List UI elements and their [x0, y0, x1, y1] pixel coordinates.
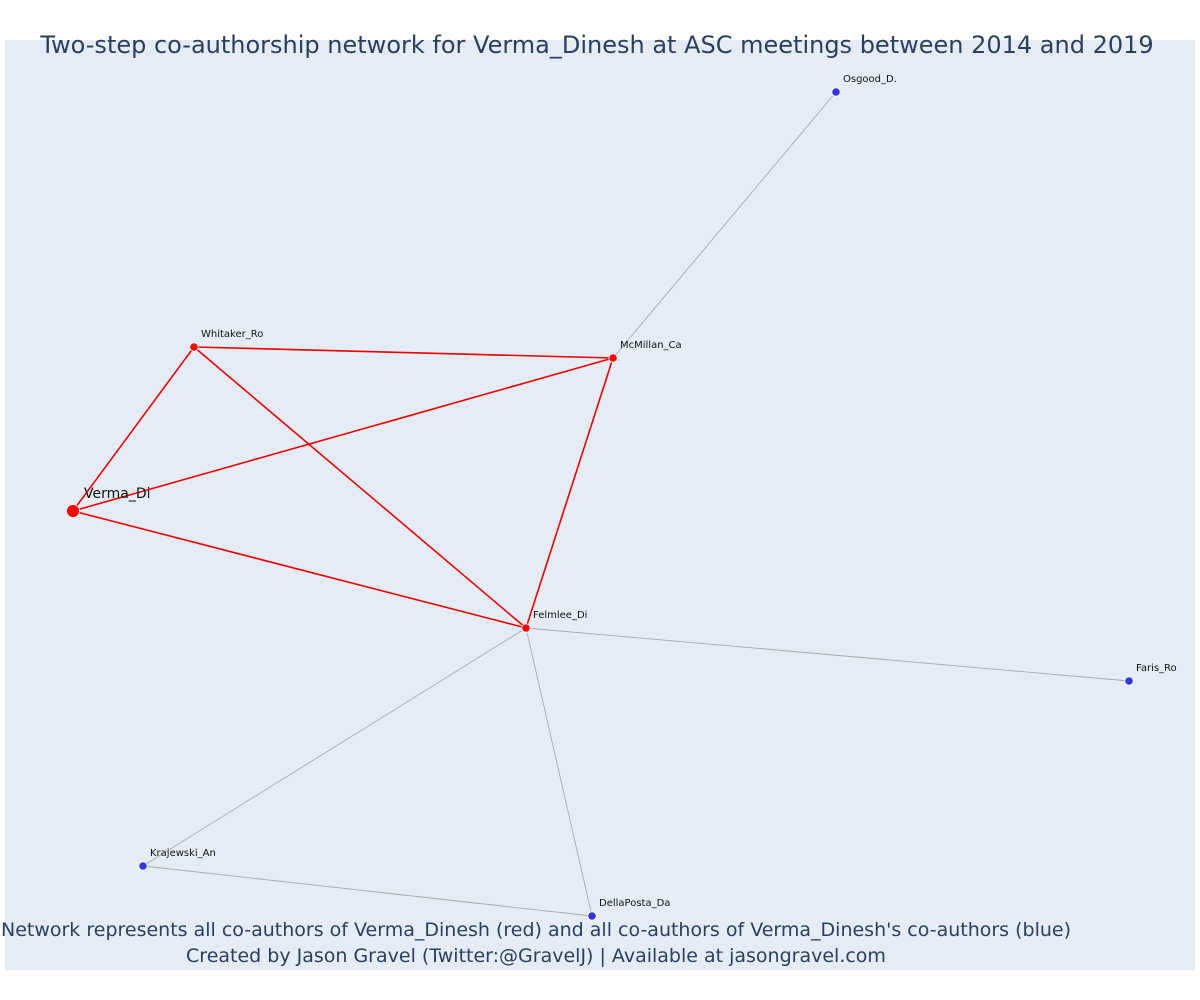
edge-Whitaker_Ro-McMillan_Ca: [193, 346, 614, 359]
caption-credit: Created by Jason Gravel (Twitter:@Gravel…: [186, 945, 886, 967]
caption-description: Network represents all co-authors of Ver…: [0, 919, 1072, 941]
node-Verma_Di[interactable]: Verma_Di: [66, 486, 151, 518]
edge-Felmlee_Di-Faris_Ro: [525, 627, 1130, 682]
node-layer: Verma_Di Whitaker_RoMcMillan_CaFelmlee_Di…: [66, 74, 1177, 921]
edge-McMillan_Ca-Felmlee_Di: [525, 357, 614, 629]
node-label: Whitaker_Ro: [201, 329, 263, 340]
node-Krajewski_An[interactable]: Krajewski_An: [138, 848, 216, 871]
node-marker[interactable]: [138, 861, 148, 871]
node-DellaPosta_Da[interactable]: DellaPosta_Da: [587, 898, 671, 921]
node-marker[interactable]: [66, 504, 80, 518]
edge-layer: [72, 91, 1130, 917]
edge-Whitaker_Ro-Felmlee_Di: [193, 346, 527, 629]
node-McMillan_Ca[interactable]: McMillan_Ca: [608, 340, 682, 363]
edge-Verma_Di-McMillan_Ca: [72, 357, 614, 512]
node-marker[interactable]: [608, 353, 618, 363]
node-label: DellaPosta_Da: [599, 898, 670, 909]
edge-Verma_Di-Felmlee_Di: [72, 510, 527, 629]
node-marker[interactable]: [1124, 676, 1134, 686]
node-label: Felmlee_Di: [533, 610, 587, 621]
node-Osgood_D.[interactable]: Osgood_D.: [831, 74, 897, 97]
node-Faris_Ro[interactable]: Faris_Ro: [1124, 663, 1177, 686]
chart-title: Two-step co-authorship network for Verma…: [40, 31, 1154, 59]
node-marker[interactable]: [521, 623, 531, 633]
node-label: Osgood_D.: [843, 74, 897, 85]
edge-McMillan_Ca-Osgood_D.: [612, 91, 837, 359]
edge-Verma_Di-Whitaker_Ro: [72, 346, 195, 512]
node-marker[interactable]: [831, 87, 841, 97]
edge-Felmlee_Di-Krajewski_An: [142, 627, 527, 867]
edge-Felmlee_Di-DellaPosta_Da: [525, 627, 593, 917]
node-Whitaker_Ro[interactable]: Whitaker_Ro: [189, 329, 264, 352]
node-label: Faris_Ro: [1136, 663, 1177, 674]
plot-area: [5, 40, 1195, 970]
node-marker[interactable]: [189, 342, 199, 352]
node-label: Krajewski_An: [150, 848, 216, 859]
node-label: Verma_Di: [84, 486, 151, 502]
node-label: McMillan_Ca: [620, 340, 682, 351]
edge-Krajewski_An-DellaPosta_Da: [142, 865, 593, 917]
node-Felmlee_Di[interactable]: Felmlee_Di: [521, 610, 588, 633]
node-marker[interactable]: [587, 911, 597, 921]
